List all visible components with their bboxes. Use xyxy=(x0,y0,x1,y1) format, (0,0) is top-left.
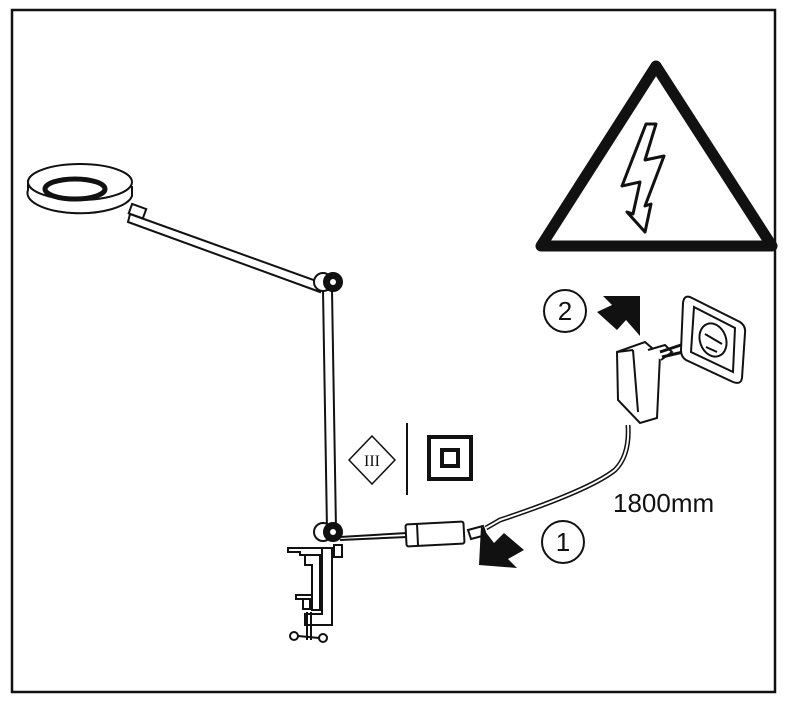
warning-electric-triangle-icon xyxy=(535,60,778,252)
step-1-marker: 1 xyxy=(541,520,585,564)
wall-socket-icon xyxy=(679,295,747,384)
arrow-icon xyxy=(597,296,640,336)
cable-length-label: 1800mm xyxy=(613,488,714,518)
arrow-icon xyxy=(479,526,524,568)
desk-lamp-illustration xyxy=(26,163,408,643)
double-insulation-square-icon xyxy=(427,435,473,481)
class-iii-label: III xyxy=(364,453,380,470)
power-adapter-icon xyxy=(615,340,684,425)
step-2-marker: 2 xyxy=(543,289,587,333)
step-1-label: 1 xyxy=(556,527,570,557)
step-2-label: 2 xyxy=(558,296,572,326)
class-iii-diamond-icon: III xyxy=(347,434,397,486)
